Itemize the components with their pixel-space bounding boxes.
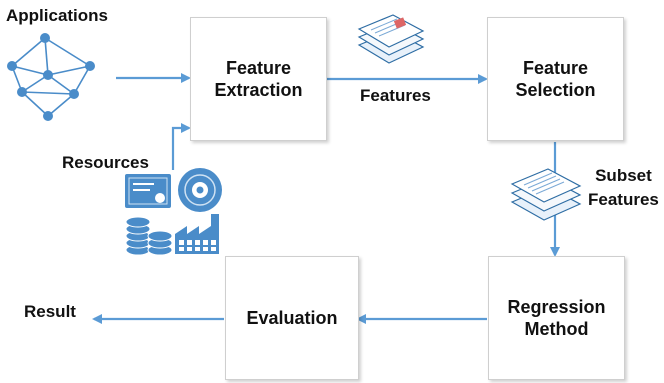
node-feature-selection-line2: Selection [515,80,596,100]
node-evaluation-line1: Evaluation [246,307,338,328]
node-regression-method: Regression Method [488,256,625,380]
node-feature-extraction-line1: Feature [225,57,292,78]
disc-icon [178,168,222,212]
node-regression-method-line1: Regression [507,296,606,317]
label-subset-line2: Features [588,189,659,209]
node-evaluation: Evaluation [225,256,359,380]
network-graph-icon [7,33,95,121]
node-feature-extraction: Feature Extraction [190,17,327,141]
node-feature-selection: Feature Selection [487,17,624,141]
label-subset-line1: Subset [595,166,652,185]
certificate-icon [125,174,171,208]
node-feature-selection-line1: Feature [522,57,589,78]
label-resources: Resources [62,153,149,172]
node-feature-extraction-line2: Extraction [214,80,303,100]
label-subset-features: Subset Features [588,164,659,212]
label-result: Result [24,302,76,321]
node-regression-method-line2: Method [524,319,589,339]
arrow-resources-to-extraction [171,123,191,170]
documents-stack-icon [510,168,582,221]
documents-stack-icon [357,14,425,64]
label-features: Features [360,86,431,105]
factory-icon [175,214,219,254]
database-icon [125,216,173,256]
label-applications: Applications [6,6,109,25]
